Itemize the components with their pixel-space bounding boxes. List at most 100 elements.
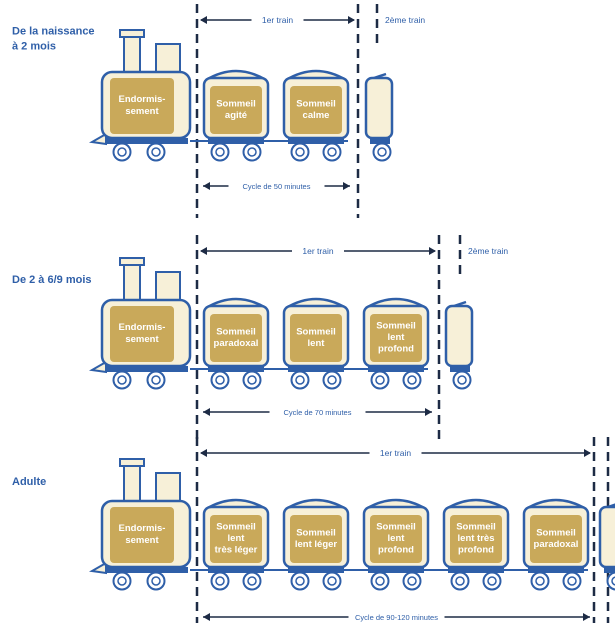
car-wheel: [562, 571, 582, 591]
engine-smokestack: [123, 261, 141, 303]
engine-wheel-hub: [151, 375, 161, 385]
engine-wheel-hub: [151, 147, 161, 157]
engine-cab: [155, 43, 181, 75]
car-wheel: [242, 370, 262, 390]
engine-label-panel: [110, 306, 174, 362]
engine-base: [106, 138, 188, 144]
car-wheel: [530, 571, 550, 591]
car-wheel: [450, 571, 470, 591]
engine-wheel-hub: [151, 576, 161, 586]
engine-label: Endormis-sement: [119, 94, 166, 117]
engine-wheel-hub: [117, 375, 127, 385]
engine: Endormis-sement: [88, 458, 192, 591]
car-label-panel: [210, 515, 262, 563]
engine-wheel-hub: [117, 147, 127, 157]
cycle-label-bg: [348, 611, 445, 623]
car-wheel-hub: [327, 576, 337, 586]
engine-cab: [155, 271, 181, 303]
car-wheel-hub: [327, 375, 337, 385]
car-label-panel: [530, 515, 582, 563]
engine-smokestack-cap: [119, 458, 145, 467]
car-wheel: [242, 142, 262, 162]
partial-car-base: [604, 567, 615, 573]
engine-wheel: [146, 142, 166, 162]
cycle-arrow-head-left: [203, 613, 210, 621]
car-wheel: [322, 370, 342, 390]
second-train-label: 2ème train: [468, 246, 508, 256]
partial-car-wheel-hub: [611, 576, 615, 586]
car-label-panel: [210, 314, 262, 362]
car-wheel: [482, 571, 502, 591]
first-train-label-bg: [251, 13, 304, 27]
car-wheel-hub: [327, 147, 337, 157]
car-wheel: [290, 370, 310, 390]
next-train-car: [598, 503, 615, 591]
partial-car-base: [450, 366, 470, 372]
car-wheel-hub: [375, 576, 385, 586]
engine-wheel: [112, 370, 132, 390]
engine: Endormis-sement: [88, 29, 192, 162]
car-wheel-hub: [455, 576, 465, 586]
car-wheel-hub: [215, 147, 225, 157]
engine-wheel: [112, 142, 132, 162]
engine-label: Endormis-sement: [119, 322, 166, 345]
car-wheel-hub: [247, 576, 257, 586]
row-title: Adulte: [12, 476, 46, 488]
partial-car-wheel: [372, 142, 392, 162]
first-train-label-bg: [369, 446, 422, 460]
first-train-arrow-head-right: [584, 449, 591, 457]
row-title: De 2 à 6/9 mois: [12, 274, 92, 286]
engine-label: Endormis-sement: [119, 523, 166, 546]
car-wheel: [290, 571, 310, 591]
cycle-arrow-head-right: [425, 408, 432, 416]
cycle-label: Cycle de 50 minutes: [243, 182, 311, 191]
cycle-arrow-head-left: [203, 182, 210, 190]
engine-base: [106, 567, 188, 573]
engine-smokestack: [123, 33, 141, 75]
engine-smokestack: [123, 462, 141, 504]
car-label-panel: [290, 515, 342, 563]
first-train-arrow-head-right: [429, 247, 436, 255]
car-wheel: [210, 571, 230, 591]
car-wheel: [322, 142, 342, 162]
first-train-label: 1er train: [380, 448, 411, 458]
car-wheel-hub: [295, 576, 305, 586]
car-label-panel: [210, 86, 262, 134]
car-label-panel: [370, 515, 422, 563]
car-wheel-hub: [247, 375, 257, 385]
car-wheel-hub: [295, 375, 305, 385]
engine-base: [106, 366, 188, 372]
first-train-arrow-head-left: [200, 247, 207, 255]
partial-car-body: [598, 505, 615, 569]
next-train-car: [364, 72, 394, 162]
engine-smokestack-cap: [119, 257, 145, 266]
cycle-arrow-head-right: [583, 613, 590, 621]
engine-label-panel: [110, 507, 174, 563]
cycle-label-bg: [269, 406, 366, 418]
partial-car-body: [444, 304, 474, 368]
partial-car-body: [364, 76, 394, 140]
first-train-arrow-head-left: [200, 16, 207, 24]
partial-car-wheel: [452, 370, 472, 390]
car-wheel-hub: [247, 147, 257, 157]
cycle-arrow-head-left: [203, 408, 210, 416]
car-wheel-hub: [407, 375, 417, 385]
engine-wheel: [146, 571, 166, 591]
partial-car-wheel-hub: [377, 147, 387, 157]
car-wheel-hub: [487, 576, 497, 586]
car-label-panel: [450, 515, 502, 563]
engine-wheel-hub: [117, 576, 127, 586]
car-wheel-hub: [215, 576, 225, 586]
first-train-label: 1er train: [302, 246, 333, 256]
